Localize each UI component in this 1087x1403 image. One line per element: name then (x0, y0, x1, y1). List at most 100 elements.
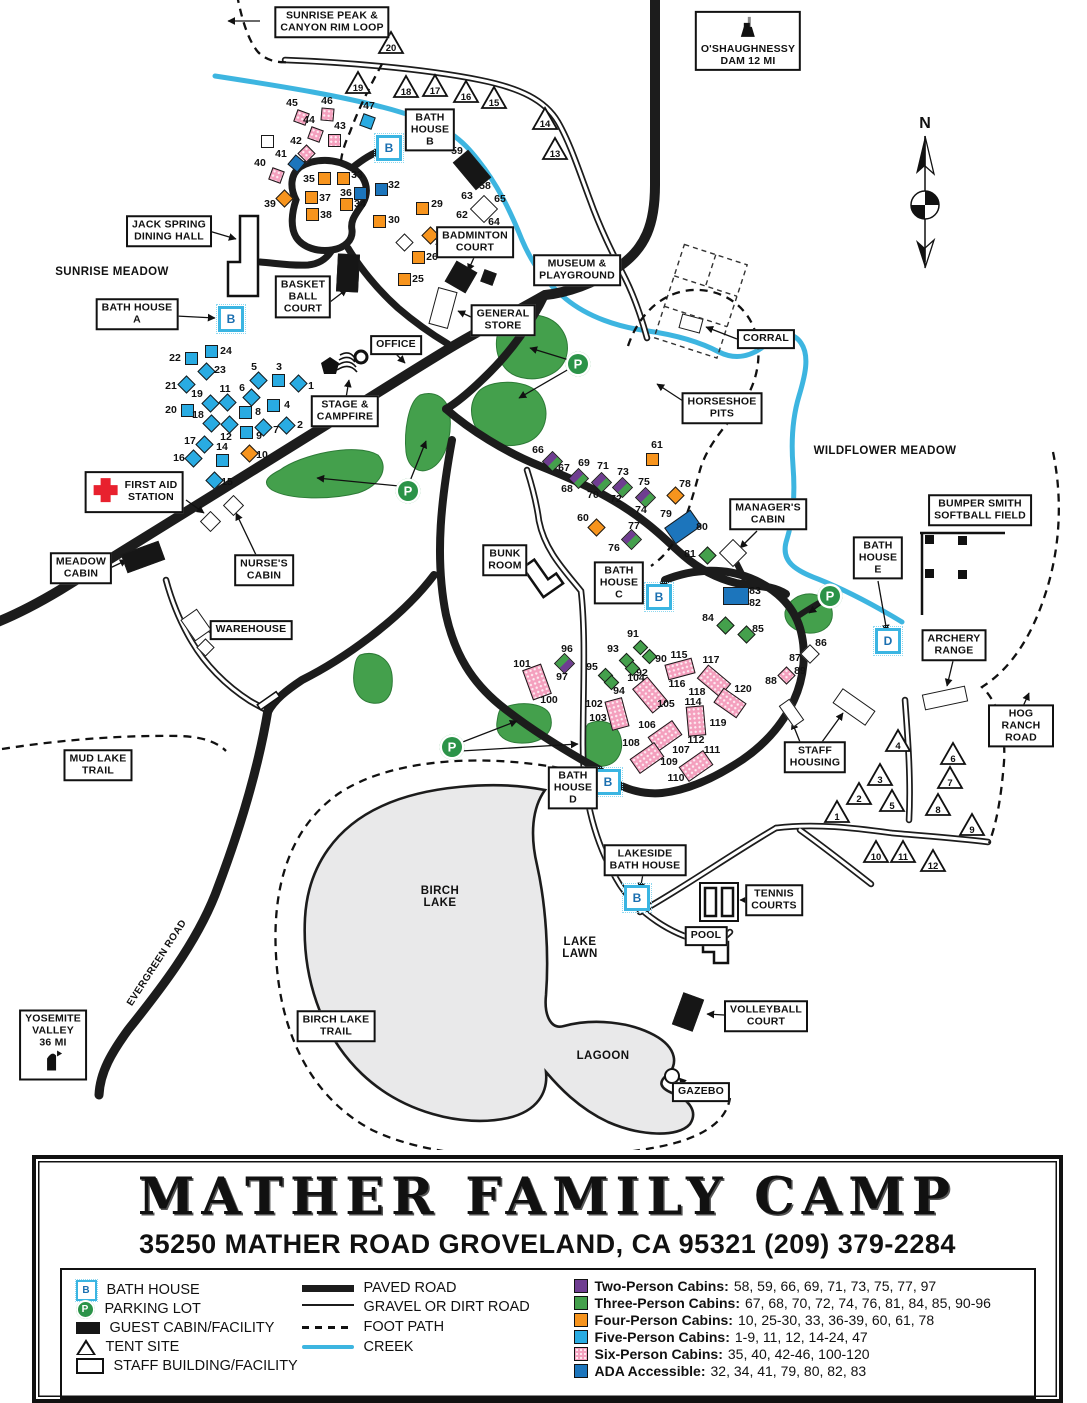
legend-label: CREEK (363, 1339, 414, 1355)
cabin-type-label: Four-Person Cabins: (594, 1312, 733, 1328)
cabin-number-14: 14 (216, 441, 228, 453)
tent-site-3: 3 (866, 762, 894, 786)
map-label-bunk-room: BUNK ROOM (482, 544, 528, 576)
map-label-managers-cabin: MANAGER'S CABIN (729, 498, 807, 530)
map-label-text: JACK SPRING DINING HALL (132, 218, 206, 242)
svg-text:N: N (919, 115, 931, 132)
cabin-number-10: 10 (256, 449, 268, 461)
cabin-number-82: 82 (749, 597, 761, 609)
map-label-text: STAFF HOUSING (789, 744, 841, 768)
legend-label: STAFF BUILDING/FACILITY (113, 1358, 298, 1374)
cabin-number-26: 26 (426, 251, 438, 263)
svg-text:13: 13 (550, 149, 561, 160)
cabin-number-36: 36 (340, 187, 352, 199)
cabin-number-61: 61 (651, 439, 663, 451)
cabin-number-63: 63 (461, 190, 473, 202)
legend-symbol-tent: TENT SITE (75, 1337, 179, 1357)
cabin-number-107: 107 (672, 744, 690, 756)
cabin-type-numbers: 58, 59, 66, 69, 71, 73, 75, 77, 97 (733, 1278, 937, 1294)
cabin-14 (215, 453, 229, 467)
map-label-birch-lake-trail: BIRCH LAKE TRAIL (296, 1010, 376, 1042)
map-label-warehouse: WAREHOUSE (209, 620, 293, 640)
tent-site-16: 16 (452, 79, 480, 103)
map-text-lake-lawn: LAKE LAWN (562, 936, 598, 960)
legend-cabin-type: Five-Person Cabins:1-9, 11, 12, 14-24, 4… (573, 1327, 868, 1347)
cabin-number-43: 43 (334, 120, 346, 132)
cabin-9 (239, 425, 253, 439)
dam-icon (701, 15, 795, 44)
tent-site-4: 4 (884, 728, 912, 752)
cabin-number-67: 67 (558, 462, 570, 474)
bath-house-icon-a: B (216, 304, 246, 334)
cabin-number-110: 110 (667, 772, 685, 784)
cabin-number-118: 118 (688, 686, 706, 698)
cabin-number-114: 114 (684, 696, 702, 708)
cabin-number-47: 47 (363, 100, 375, 112)
tent-site-8: 8 (924, 792, 952, 816)
parking-icon: P (565, 351, 591, 377)
cabin-color-chip (573, 1313, 588, 1327)
cabin-number-68: 68 (561, 483, 573, 495)
cabin-number-45: 45 (286, 97, 298, 109)
cabin-number-92: 92 (636, 667, 648, 679)
legend-label: GRAVEL OR DIRT ROAD (363, 1299, 530, 1315)
facility-building (336, 253, 360, 293)
map-label-first-aid-station: FIRST AID STATION (84, 471, 184, 513)
map-label-text: BATH HOUSE D (553, 769, 593, 805)
legend-cabin-type: Three-Person Cabins:67, 68, 70, 72, 74, … (573, 1293, 991, 1313)
cabin-number-84: 84 (702, 612, 714, 624)
map-label-bumper-smith-softball-field: BUMPER SMITH SOFTBALL FIELD (928, 494, 1032, 526)
pool-building (701, 940, 730, 965)
gravel-roads (162, 56, 992, 946)
tent-site-15: 15 (480, 85, 508, 109)
map-label-text: SUNRISE PEAK & CANYON RIM LOOP (280, 9, 384, 33)
map-label-bath-house-b: BATH HOUSE B (404, 108, 456, 152)
map-label-text: OFFICE (376, 338, 416, 351)
cabin-83-82 (723, 587, 749, 605)
title-banner: MATHER FAMILY CAMP 35250 MATHER ROAD GRO… (32, 1155, 1063, 1403)
svg-text:16: 16 (461, 92, 472, 103)
tent-site-19: 19 (344, 70, 372, 94)
bath-house-icon-c: B (644, 582, 674, 612)
cabin-number-105: 105 (657, 698, 675, 710)
map-label-badminton-court: BADMINTON COURT (436, 226, 514, 258)
cabin-number-16: 16 (173, 452, 185, 464)
svg-text:5: 5 (889, 801, 895, 812)
cabin-46 (319, 106, 335, 122)
cabin-number-70: 70 (587, 489, 599, 501)
cabin-number-18: 18 (192, 409, 204, 421)
cabin-number-33: 33 (351, 169, 363, 181)
corral-pens (653, 243, 749, 359)
map-label-hog-ranch-road: HOG RANCH ROAD (988, 704, 1054, 748)
cabin-8 (238, 405, 252, 419)
legend-label: PAVED ROAD (363, 1280, 457, 1296)
cabin-number-101: 101 (513, 658, 531, 670)
cabin-number-73: 73 (617, 466, 629, 478)
map-text-birch-lake: BIRCH LAKE (420, 885, 460, 909)
map-label-oshaughnessy-dam: O'SHAUGHNESSY DAM 12 MI (694, 10, 802, 72)
gazebo-building (664, 1068, 680, 1084)
cabin-number-103: 103 (589, 712, 607, 724)
svg-text:14: 14 (540, 119, 551, 130)
map-label-text: CORRAL (742, 332, 790, 345)
svg-text:9: 9 (969, 825, 974, 836)
map-label-text: BADMINTON COURT (442, 229, 508, 253)
cabin-number-17: 17 (184, 435, 196, 447)
cabin-number-119: 119 (709, 717, 727, 729)
bath-house-icon-b: B (374, 133, 404, 163)
cabin-32 (374, 182, 388, 196)
tent-site-5: 5 (878, 788, 906, 812)
camp-title: MATHER FAMILY CAMP (137, 1167, 958, 1227)
cabin-number-94: 94 (613, 685, 625, 697)
map-text-lagoon: LAGOON (576, 1050, 630, 1062)
cabin-61 (645, 452, 659, 466)
tent-site-1: 1 (823, 799, 851, 823)
cabin-number-79: 79 (660, 508, 672, 520)
cabin-number-2: 2 (297, 419, 303, 431)
cabin-number-115: 115 (670, 649, 688, 661)
map-label-pool: POOL (684, 926, 728, 946)
map-label-text: HOG RANCH ROAD (1001, 707, 1041, 743)
cabin-number-87: 87 (789, 652, 801, 664)
